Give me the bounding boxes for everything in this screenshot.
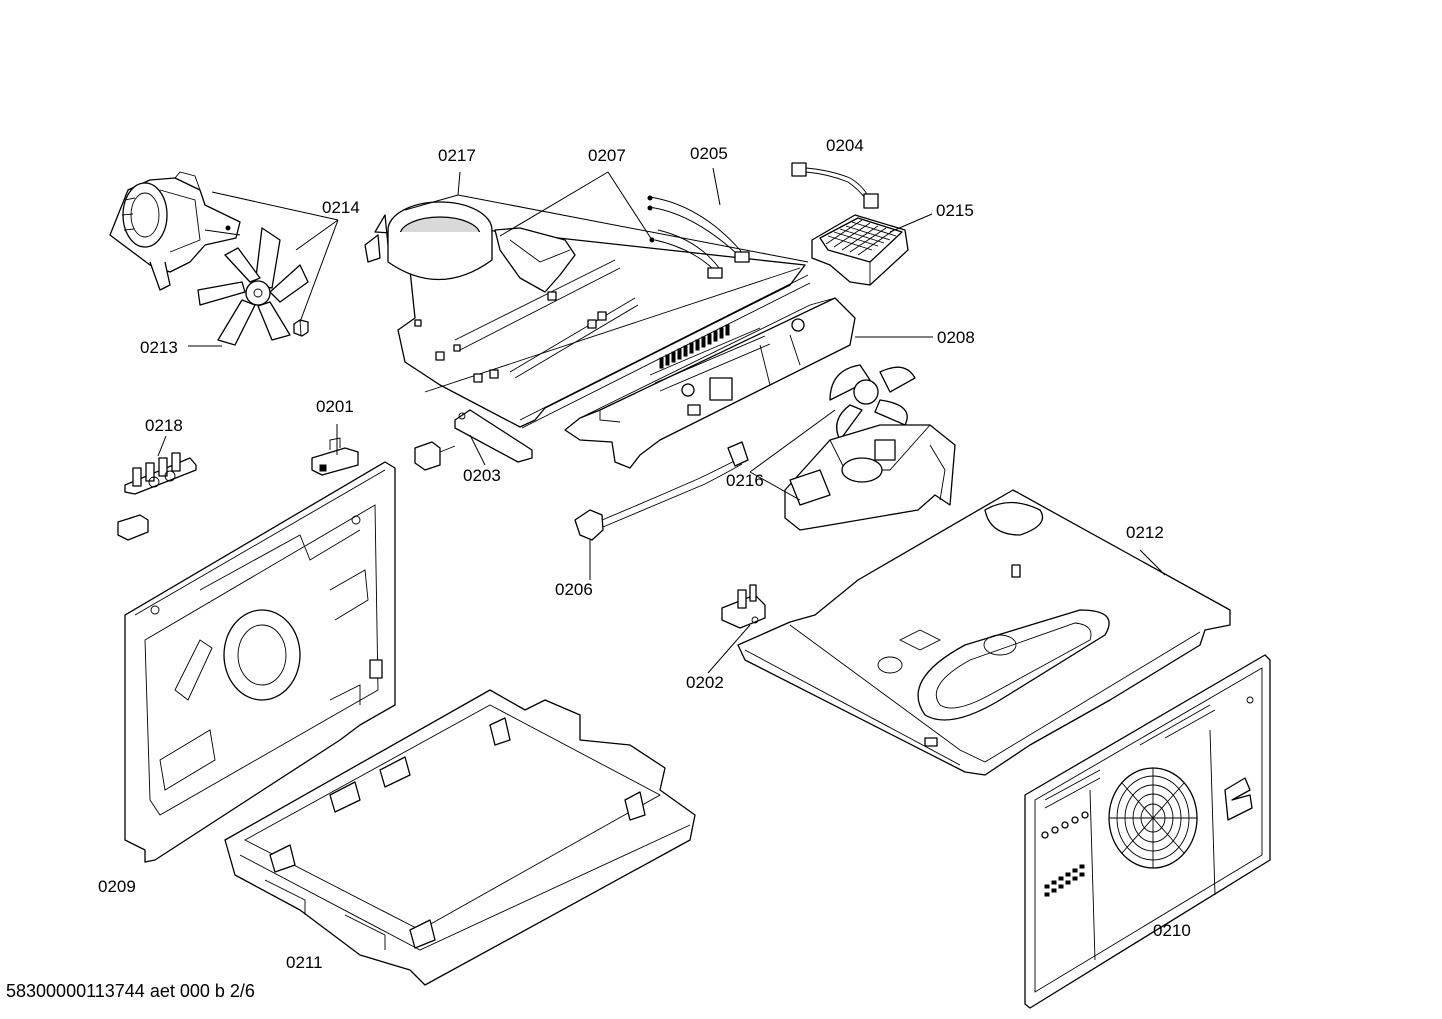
part-thermostat-0202 <box>721 584 766 629</box>
document-id-footer: 58300000113744 aet 000 b 2/6 <box>6 981 255 1001</box>
part-cooling-fan <box>784 364 956 531</box>
part-fan-blade <box>197 227 309 346</box>
label-0202: 0202 <box>686 673 724 692</box>
label-0208: 0208 <box>937 328 975 347</box>
part-back-wall <box>1024 654 1271 1009</box>
part-switch-0203 <box>414 409 533 471</box>
part-fan-motor <box>109 171 241 291</box>
label-0214: 0214 <box>322 198 360 217</box>
label-0204: 0204 <box>826 136 864 155</box>
label-0205: 0205 <box>690 144 728 163</box>
label-0218: 0218 <box>145 416 183 435</box>
part-fan-nut <box>293 319 309 337</box>
part-terminal-block-0218 <box>117 452 197 541</box>
part-air-duct <box>364 201 811 429</box>
part-control-housing <box>564 297 856 469</box>
label-0217: 0217 <box>438 146 476 165</box>
part-grid-cover <box>811 214 909 286</box>
part-wiring-0207 <box>647 195 750 279</box>
label-0207: 0207 <box>588 146 626 165</box>
part-cable-0206 <box>574 441 749 541</box>
leader-lines <box>157 167 1166 674</box>
part-labels: 0217 0207 0205 0204 0214 0215 0213 0208 … <box>98 136 1191 972</box>
part-cable-0204 <box>791 162 879 209</box>
label-0209: 0209 <box>98 877 136 896</box>
label-0210: 0210 <box>1153 921 1191 940</box>
part-bottom-tray <box>224 689 696 986</box>
part-top-cover <box>737 489 1231 776</box>
label-0215: 0215 <box>936 201 974 220</box>
part-connector-0201 <box>311 437 359 476</box>
label-0211: 0211 <box>286 953 323 972</box>
label-0212: 0212 <box>1126 523 1164 542</box>
label-0206: 0206 <box>555 580 593 599</box>
label-0216: 0216 <box>726 471 764 490</box>
label-0213: 0213 <box>140 338 178 357</box>
label-0203: 0203 <box>463 466 501 485</box>
part-rear-panel <box>124 461 396 863</box>
label-0201: 0201 <box>316 397 354 416</box>
